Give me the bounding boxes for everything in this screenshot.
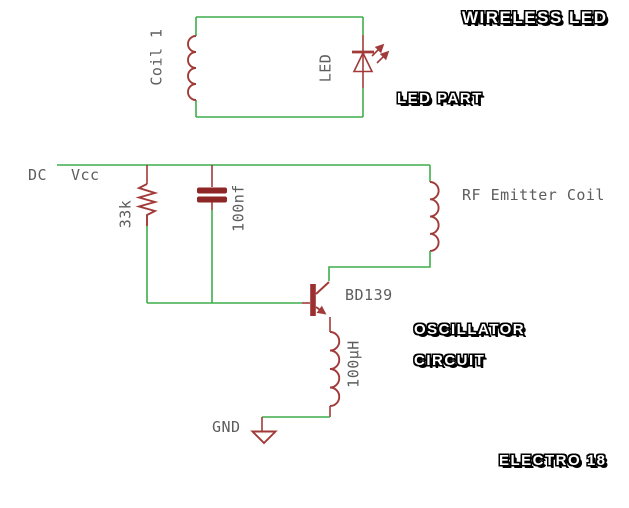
- led-part-loop: [187, 16, 390, 118]
- dc-label: DC: [28, 166, 48, 184]
- transistor-symbol: [310, 281, 330, 316]
- ground-symbol: [250, 430, 278, 445]
- resistor-zigzag: [135, 183, 159, 226]
- led-light-ray-icon: [376, 50, 390, 64]
- transistor-emitter: [315, 305, 327, 315]
- capacitor-plate: [197, 196, 227, 203]
- capacitor-plate: [197, 187, 227, 194]
- coil1-symbol: [187, 35, 197, 101]
- transistor-collector: [315, 281, 330, 295]
- oscillator-heading: OSCILLATOR: [414, 321, 526, 338]
- page-title: WIRELESS LED: [462, 8, 608, 27]
- capacitor-symbol: [197, 165, 227, 210]
- resistor-value-label: 33k: [116, 199, 135, 229]
- led-light-ray-icon: [371, 43, 385, 57]
- collector-link-wire: [328, 251, 431, 281]
- coil1-label: Coil 1: [147, 28, 166, 86]
- ground-label: GND: [212, 418, 241, 436]
- inductor-value-label: 100µH: [344, 340, 363, 388]
- transistor-label: BD139: [345, 286, 393, 304]
- circuit-heading: CIRCUIT: [414, 352, 486, 369]
- transistor-base-bar: [310, 284, 316, 316]
- led-anode-triangle: [352, 51, 374, 73]
- resistor-symbol: [135, 165, 159, 226]
- led-label: LED: [316, 53, 335, 83]
- rf-coil-label: RF Emitter Coil: [462, 186, 605, 204]
- vcc-label: Vcc: [71, 166, 100, 184]
- capacitor-value-label: 100nf: [229, 184, 248, 232]
- led-symbol: [352, 35, 390, 88]
- oscillator-circuit: [57, 164, 440, 445]
- credit-heading: ELECTRO 18: [499, 452, 607, 469]
- rf-emitter-coil-symbol: [429, 181, 440, 252]
- led-part-heading: LED PART: [397, 90, 483, 107]
- inductor-symbol: [329, 331, 341, 407]
